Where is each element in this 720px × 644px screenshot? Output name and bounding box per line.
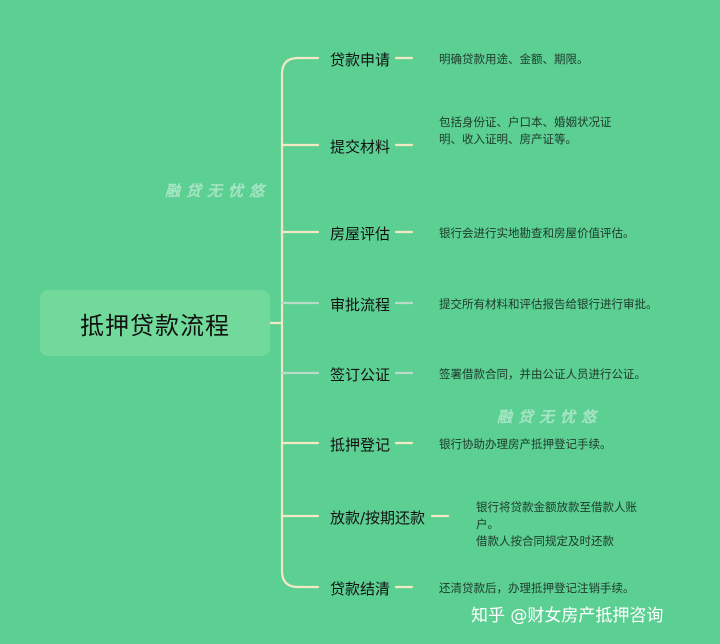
root-node: 抵押贷款流程 [40,290,270,356]
step-disbursement-repayment: 放款/按期还款 [330,509,426,527]
credit-text: 知乎 @财女房产抵押咨询 [471,606,664,626]
desc-disbursement-repayment: 银行将贷款金额放款至借款人账 户。 借款人按合同规定及时还款 [476,500,637,548]
step-approval-process: 审批流程 [330,296,391,314]
desc-submit-materials: 包括身份证、户口本、婚姻状况证 明、收入证明、房产证等。 [439,115,612,146]
step-house-appraisal: 房屋评估 [330,225,391,243]
watermark-1: 融贷无忧悠 [165,182,271,200]
watermark-2: 融贷无忧悠 [497,408,603,426]
desc-approval-process: 提交所有材料和评估报告给银行进行审批。 [439,297,658,311]
desc-mortgage-registration: 银行协助办理房产抵押登记手续。 [439,437,612,451]
root-label: 抵押贷款流程 [80,311,230,340]
desc-house-appraisal: 银行会进行实地勘查和房屋价值评估。 [439,226,635,240]
step-mortgage-registration: 抵押登记 [330,436,391,454]
desc-loan-settlement: 还清贷款后，办理抵押登记注销手续。 [439,581,635,595]
desc-loan-application: 明确贷款用途、金额、期限。 [439,52,589,66]
step-submit-materials: 提交材料 [330,138,391,156]
step-loan-application: 贷款申请 [330,51,391,69]
step-loan-settlement: 贷款结清 [330,580,391,598]
desc-sign-notarize: 签署借款合同，并由公证人员进行公证。 [439,367,646,381]
trunk-line [280,56,300,589]
step-sign-notarize: 签订公证 [330,366,391,384]
